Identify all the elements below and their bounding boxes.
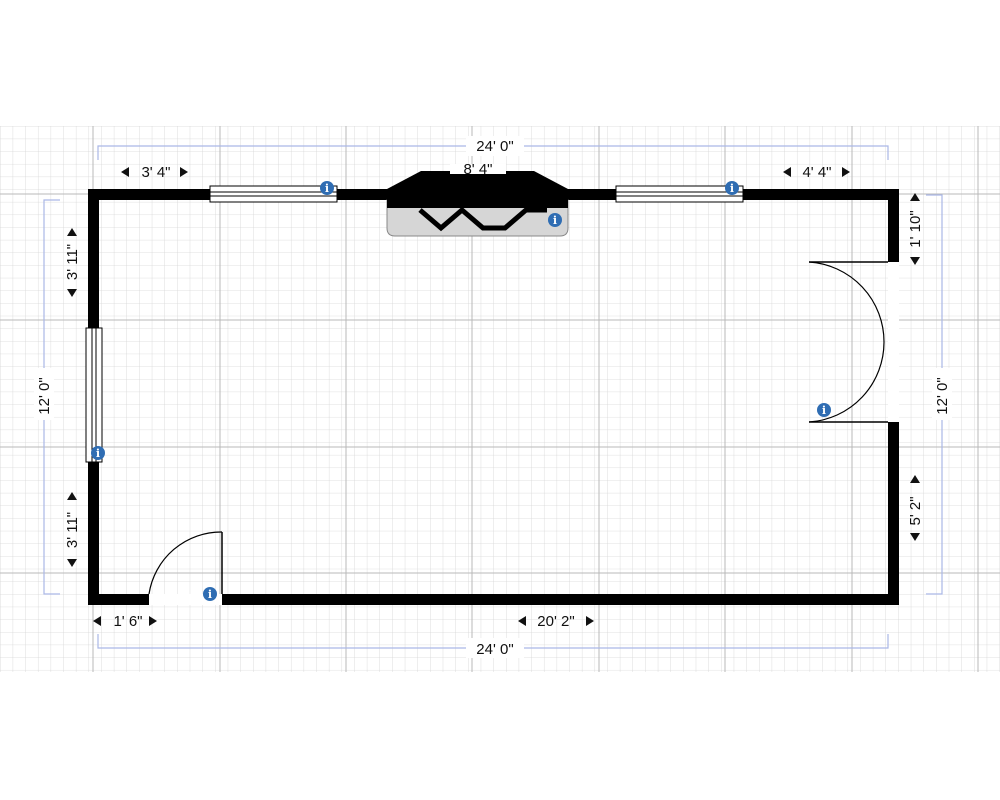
left-window-info-icon[interactable]: i	[91, 446, 105, 460]
bottom-width-label: 24' 0"	[476, 641, 513, 658]
bottom-left-door[interactable]	[148, 531, 223, 605]
top-wall-left-segment[interactable]	[88, 189, 210, 200]
top-right-window-info-icon[interactable]: i	[725, 181, 739, 195]
top-left-window-info-icon[interactable]: i	[320, 181, 334, 195]
top-left-dimension-label: 3' 4"	[141, 164, 170, 181]
left-wall-upper-segment[interactable]	[88, 189, 99, 328]
bottom-wall-right-segment[interactable]	[222, 594, 899, 605]
top-right-window[interactable]	[615, 185, 744, 203]
bottom-left-dimension-label: 1' 6"	[113, 613, 142, 630]
svg-text:i: i	[730, 182, 734, 195]
right-double-door[interactable]	[808, 261, 899, 423]
svg-text:i: i	[822, 404, 826, 417]
svg-text:i: i	[96, 447, 100, 460]
bay-window-info-icon[interactable]: i	[548, 213, 562, 227]
top-center-dimension-label: 8' 4"	[463, 161, 492, 178]
top-width-label: 24' 0"	[476, 138, 513, 155]
right-upper-dimension-label: 1' 10"	[907, 210, 924, 247]
left-lower-dimension-label: 3' 11"	[64, 512, 81, 548]
room-walls[interactable]	[88, 189, 899, 605]
left-height-label: 12' 0"	[36, 377, 53, 414]
overall-dimension-labels: 24' 0" 24' 0" 12' 0" 12' 0"	[34, 136, 952, 658]
left-wall-lower-segment[interactable]	[88, 462, 99, 605]
top-left-window[interactable]	[209, 185, 338, 203]
right-height-label: 12' 0"	[934, 377, 951, 414]
svg-text:i: i	[553, 214, 557, 227]
bottom-wall-left-segment[interactable]	[88, 594, 149, 605]
bay-window[interactable]: 8' 4"	[386, 161, 569, 237]
bottom-door-info-icon[interactable]: i	[203, 587, 217, 601]
top-wall-right-segment[interactable]	[743, 189, 899, 200]
top-wall-middle-segment-right[interactable]	[568, 189, 616, 200]
segment-dimension-labels: 3' 4" 4' 4" 1' 6" 20' 2" 3' 11" 3' 11" 1…	[64, 164, 924, 630]
left-wall-window[interactable]	[85, 327, 103, 463]
left-upper-dimension-label: 3' 11"	[64, 244, 81, 280]
top-right-dimension-label: 4' 4"	[802, 164, 831, 181]
svg-text:i: i	[325, 182, 329, 195]
right-lower-dimension-label: 5' 2"	[907, 496, 924, 525]
svg-text:i: i	[208, 588, 212, 601]
top-wall-middle-segment-left[interactable]	[337, 189, 387, 200]
right-wall-lower-segment[interactable]	[888, 422, 899, 605]
bottom-right-dimension-label: 20' 2"	[537, 613, 574, 630]
right-door-info-icon[interactable]: i	[817, 403, 831, 417]
right-wall-upper-segment[interactable]	[888, 189, 899, 262]
